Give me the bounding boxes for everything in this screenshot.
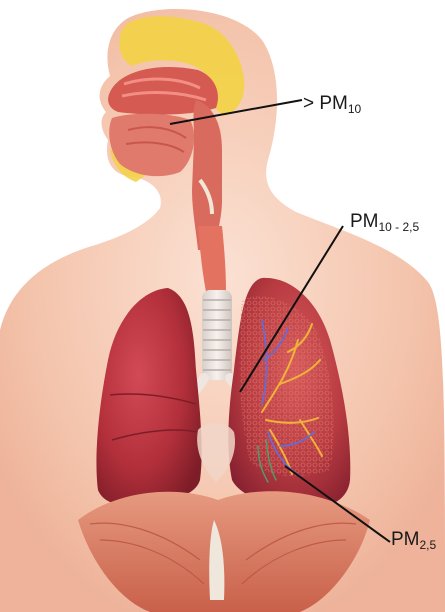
label-pm10-25: PM10 - 2,5 (350, 212, 419, 233)
label-pm25-subscript: 2,5 (420, 538, 437, 552)
label-pm10-prefix: > (303, 93, 319, 114)
label-pm10-subscript: 10 (348, 102, 361, 116)
label-pm10-25-main: PM (350, 211, 379, 232)
label-pm25: PM2,5 (391, 530, 436, 551)
label-pm10-main: PM (319, 93, 348, 114)
label-pm10-25-subscript: 10 - 2,5 (379, 220, 420, 234)
label-pm10: > PM10 (303, 94, 361, 115)
label-pm25-main: PM (391, 529, 420, 550)
